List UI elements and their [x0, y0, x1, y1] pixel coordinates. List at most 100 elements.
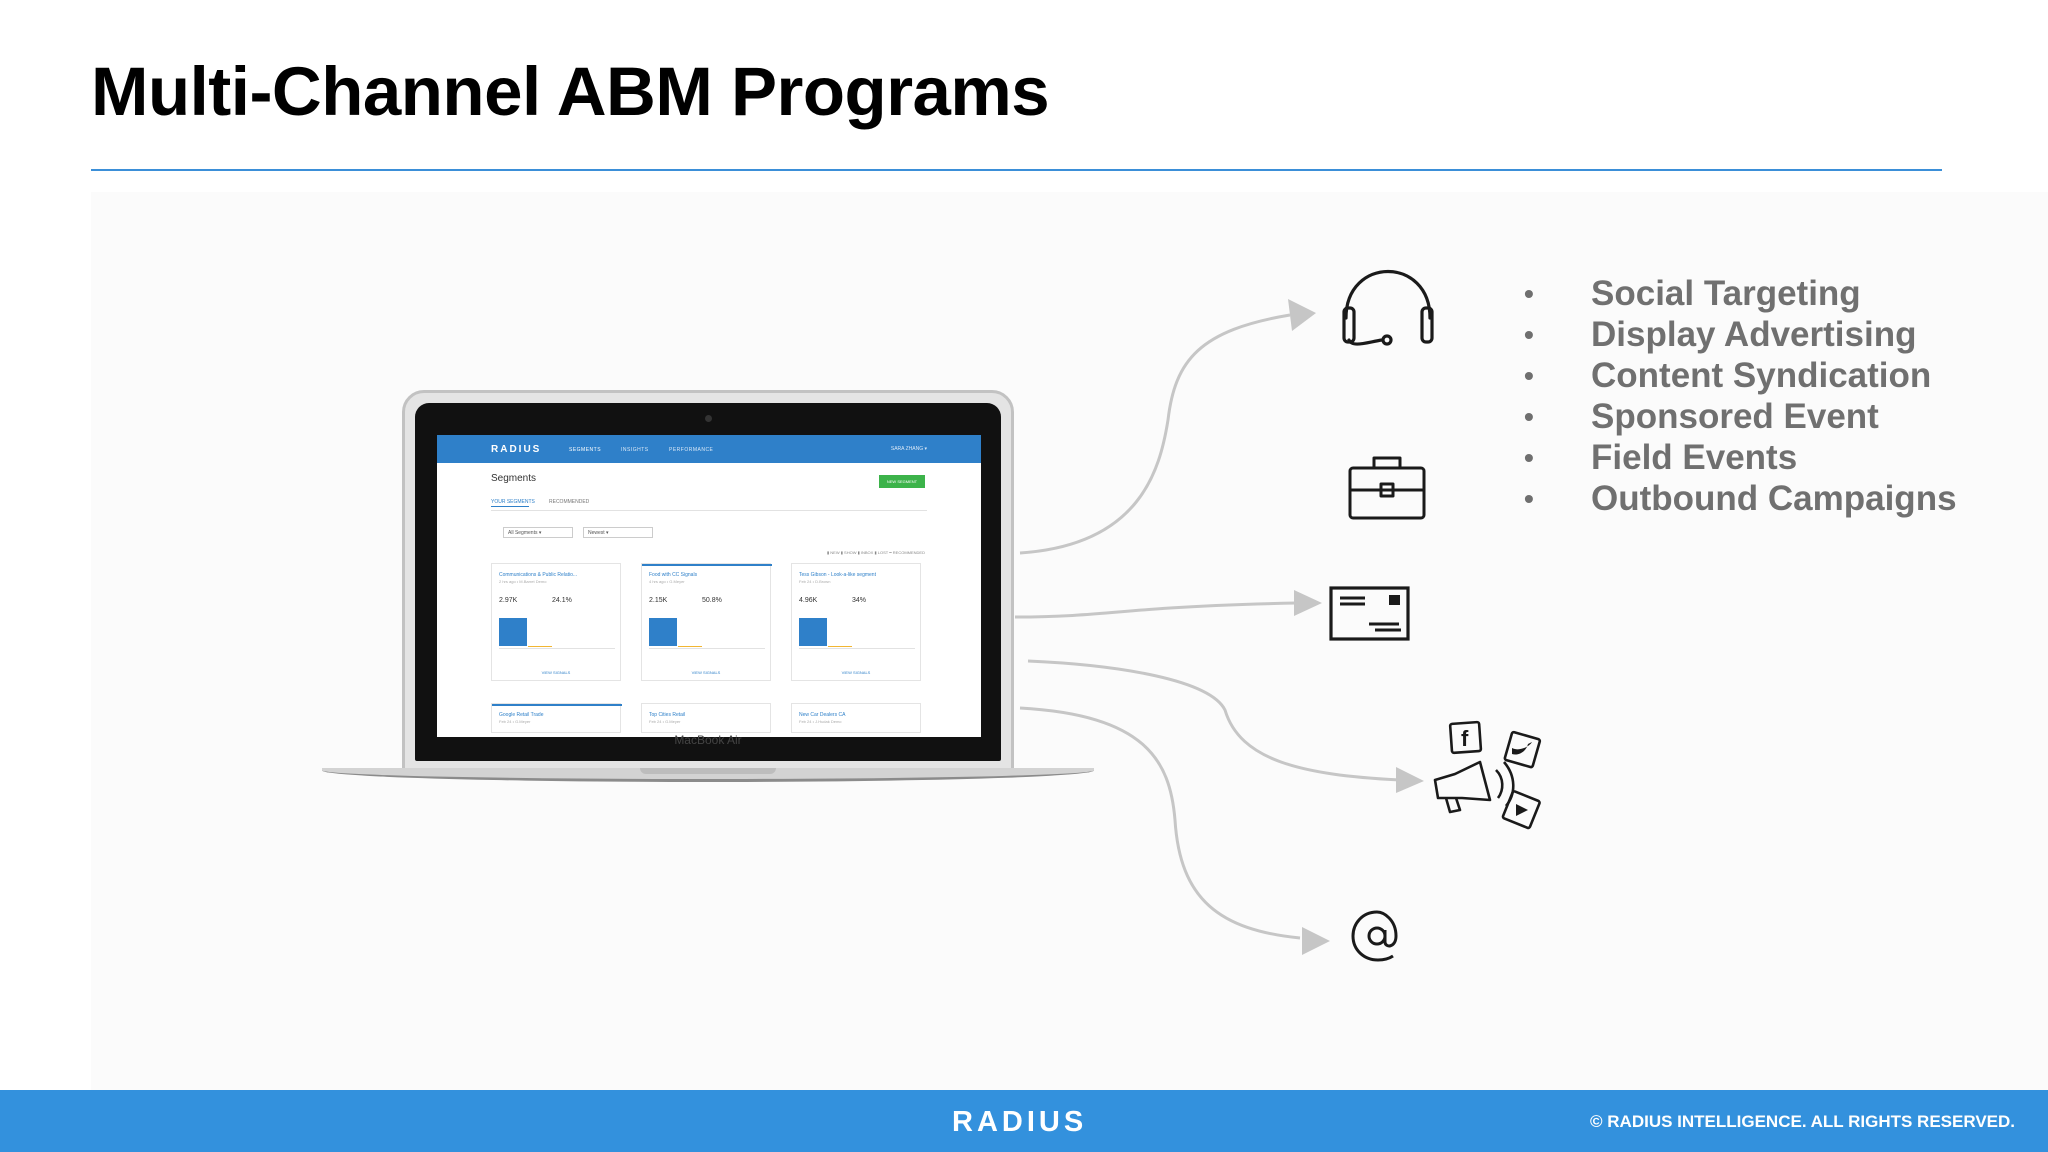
card-count: 4.96K [799, 597, 818, 604]
card-rate: 50.8% [702, 597, 722, 604]
card-bar [649, 618, 677, 646]
app-logo: RADIUS [491, 444, 542, 455]
new-segment-button[interactable]: NEW SEGMENT [879, 475, 925, 488]
list-item: • Social Targeting [1500, 273, 1957, 314]
page-title: Multi-Channel ABM Programs [91, 53, 1050, 130]
laptop-notch [640, 768, 776, 774]
laptop-brand: MacBook Air [674, 733, 742, 747]
card-baseline [649, 648, 765, 649]
briefcase-icon [1348, 456, 1426, 520]
filter-select[interactable]: All Segments ▾ [503, 527, 573, 538]
channel-label: Sponsored Event [1591, 397, 1879, 436]
bullet-dot: • [1524, 442, 1534, 473]
app-header: RADIUS SEGMENTS INSIGHTS PERFORMANCE SAR… [437, 435, 981, 463]
card-name: Communications & Public Relatio... [499, 572, 578, 578]
status-legend: ▮ NEW ▮ SHOW ▮ INBOX ▮ LOST ━ RECOMMENDE… [826, 550, 925, 555]
bullet-dot: • [1524, 483, 1534, 514]
card-name: Google Retail Trade [499, 712, 544, 718]
laptop-lid: RADIUS SEGMENTS INSIGHTS PERFORMANCE SAR… [402, 390, 1014, 772]
megaphone-social-icon: f [1433, 720, 1542, 830]
envelope-icon [1329, 586, 1410, 641]
card-count: 2.15K [649, 597, 668, 604]
card-yellow-line [678, 646, 702, 647]
tab-underline [491, 506, 529, 507]
card-baseline [799, 648, 915, 649]
footer-bar: RADIUS © RADIUS INTELLIGENCE. ALL RIGHTS… [0, 1090, 2048, 1152]
list-item: • Display Advertising [1500, 314, 1957, 355]
view-signals-link[interactable]: VIEW SIGNALS [691, 670, 721, 675]
card-rate: 24.1% [552, 597, 572, 604]
card-name: Food with CC Signals [649, 572, 698, 578]
bullet-dot: • [1524, 360, 1534, 391]
arrowhead-at [1302, 927, 1330, 955]
laptop-screen: RADIUS SEGMENTS INSIGHTS PERFORMANCE SAR… [437, 435, 981, 737]
sort-select[interactable]: Newest ▾ [583, 527, 653, 538]
card-meta: Feb 24 • J.Hudak Demo [799, 719, 842, 724]
segment-card[interactable]: Google Retail Trade Feb 24 • G.Meyer [491, 703, 622, 733]
channel-label: Social Targeting [1591, 274, 1861, 313]
view-signals-link[interactable]: VIEW SIGNALS [541, 670, 571, 675]
arrowhead-envelope [1294, 590, 1322, 616]
copyright-text: © RADIUS INTELLIGENCE. ALL RIGHTS RESERV… [1590, 1112, 2015, 1131]
arrow-to-envelope [1014, 601, 1297, 619]
list-item: • Outbound Campaigns [1500, 478, 1957, 519]
headset-icon [1342, 270, 1434, 346]
card-meta: Feb 24 • D.Brown [799, 579, 831, 584]
card-top-border [642, 564, 772, 566]
svg-text:f: f [1461, 726, 1469, 751]
bullet-dot: • [1524, 278, 1534, 309]
card-meta: Feb 24 • G.Meyer [499, 719, 531, 724]
card-top-border [492, 704, 622, 706]
laptop-bezel: RADIUS SEGMENTS INSIGHTS PERFORMANCE SAR… [415, 403, 1001, 761]
segment-card[interactable]: Food with CC Signals 4 hrs ago • G.Meyer… [641, 563, 772, 681]
card-bar [499, 618, 527, 646]
laptop-mockup: RADIUS SEGMENTS INSIGHTS PERFORMANCE SAR… [322, 390, 1094, 790]
list-item: • Content Syndication [1500, 355, 1957, 396]
card-rate: 34% [852, 597, 867, 604]
card-bar [799, 618, 827, 646]
at-sign-icon [1351, 910, 1398, 962]
card-baseline [499, 648, 615, 649]
card-name: Top Cities Retail [649, 712, 686, 718]
nav-insights[interactable]: INSIGHTS [621, 447, 649, 453]
card-meta: Feb 24 • G.Meyer [649, 719, 681, 724]
title-rule [91, 169, 1942, 171]
card-yellow-line [828, 646, 852, 647]
view-signals-link[interactable]: VIEW SIGNALS [841, 670, 871, 675]
laptop-base [322, 768, 1094, 782]
channel-list: • Social Targeting • Display Advertising •… [1500, 273, 1957, 519]
segment-card[interactable]: Communications & Public Relatio... 2 hrs… [491, 563, 621, 681]
card-meta: 4 hrs ago • G.Meyer [649, 579, 685, 584]
bullet-dot: • [1524, 319, 1534, 350]
nav-performance[interactable]: PERFORMANCE [669, 447, 714, 453]
segments-heading: Segments [491, 473, 537, 484]
arrowhead-headset [1288, 299, 1316, 331]
card-meta: 2 hrs ago • M.Barret Demo [499, 579, 547, 584]
list-item: • Sponsored Event [1500, 396, 1957, 437]
channel-label: Display Advertising [1591, 315, 1917, 354]
bullet-dot: • [1524, 401, 1534, 432]
segment-card[interactable]: Top Cities Retail Feb 24 • G.Meyer [641, 703, 771, 733]
channel-label: Content Syndication [1591, 356, 1932, 395]
channel-label: Outbound Campaigns [1591, 479, 1957, 518]
list-item: • Field Events [1500, 437, 1957, 478]
arrow-to-headset [1019, 313, 1291, 555]
card-count: 2.97K [499, 597, 518, 604]
card-name: New Car Dealers CA [799, 712, 846, 718]
divider [491, 510, 927, 511]
tab-your-segments[interactable]: YOUR SEGMENTS [491, 499, 535, 505]
segment-card[interactable]: Tess Gibson - Look-a-like segment Feb 24… [791, 563, 921, 681]
arrow-to-at [1019, 706, 1301, 940]
arrow-to-megaphone [1027, 659, 1401, 782]
user-menu[interactable]: SARA ZHANG ▾ [890, 446, 927, 452]
tab-recommended[interactable]: RECOMMENDED [549, 499, 590, 505]
camera-icon [705, 415, 712, 422]
footer-logo: RADIUS [952, 1106, 1088, 1138]
card-yellow-line [528, 646, 552, 647]
card-name: Tess Gibson - Look-a-like segment [799, 572, 876, 578]
nav-segments[interactable]: SEGMENTS [569, 447, 602, 453]
segment-card[interactable]: New Car Dealers CA Feb 24 • J.Hudak Demo [791, 703, 921, 733]
channel-label: Field Events [1591, 438, 1798, 477]
arrowhead-megaphone [1396, 767, 1424, 793]
